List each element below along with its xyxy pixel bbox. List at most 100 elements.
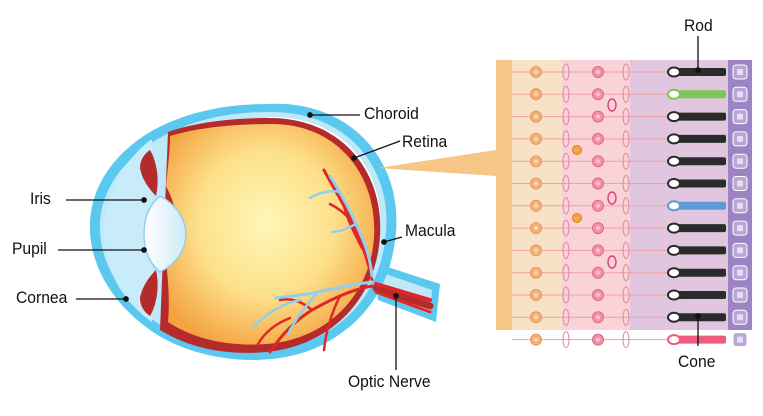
label-macula: Macula [405,221,456,240]
ganglion-nucleus [534,203,538,208]
epithelium-nucleus [737,158,743,165]
label-choroid: Choroid [364,104,419,123]
ganglion-nucleus [534,159,538,164]
cone-nucleus [667,200,681,212]
epithelium-nucleus [737,269,743,276]
synapse [622,264,630,282]
ganglion-nucleus [534,136,538,141]
horizontal-cell [607,191,617,205]
rod-cell [676,179,726,188]
synapse [622,108,630,126]
epithelium-nucleus [737,314,743,321]
bipolar-nucleus [596,226,600,231]
epithelium-nucleus [737,135,743,142]
synapse [562,85,570,103]
label-retina: Retina [402,132,448,151]
rod-nucleus [667,311,681,323]
epithelium-nucleus [737,336,743,343]
lens [143,195,187,273]
bipolar-nucleus [596,181,600,186]
synapse [562,308,570,326]
rod-cell [676,134,726,143]
rod-nucleus [667,133,681,145]
synapse [622,175,630,192]
ganglion-nucleus [534,70,538,74]
rod-nucleus [667,222,681,234]
rod-cell [676,68,726,76]
label-rod: Rod [684,16,713,35]
label-cone: Cone [678,352,716,371]
epithelium-nucleus [737,225,743,232]
anterior-chamber [104,140,152,322]
rod-cell [676,291,726,299]
synapse [562,264,570,282]
synapse [562,197,570,215]
epithelium-nucleus [737,247,743,254]
label-pupil: Pupil [12,239,47,258]
rod-nucleus [667,178,681,189]
eyeball [89,103,440,360]
synapse [622,308,630,326]
synapse [622,197,630,215]
optic-nerve-vessels [372,282,434,314]
synapse [562,130,570,148]
rod-cell [676,224,726,233]
bipolar-nucleus [596,159,600,164]
rod-nucleus [667,289,681,301]
epithelium-nucleus [737,180,743,187]
bipolar-nucleus [596,203,600,208]
bipolar-nucleus [596,293,600,297]
rod-nucleus [667,244,681,256]
bipolar-nucleus [596,114,600,119]
rod-cell [676,246,726,255]
epithelium-nucleus [737,69,743,75]
bipolar-nucleus [596,337,600,342]
cone-cell [676,90,726,99]
bipolar-nucleus [596,315,600,320]
ganglion-nucleus [534,226,538,231]
label-iris: Iris [30,189,51,208]
amacrine-cell [572,145,582,155]
ganglion-nucleus [534,181,538,186]
synapse [622,219,630,237]
synapse [622,331,630,349]
synapse [622,152,630,170]
iris-bottom [140,270,158,316]
bipolar-nucleus [596,92,600,97]
bipolar-nucleus [596,270,600,275]
synapse [622,85,630,103]
ganglion-nucleus [534,293,538,297]
rod-cell [676,268,726,277]
iris-top [140,150,158,196]
label-optic-nerve: Optic Nerve [348,372,431,391]
bipolar-nucleus [596,248,600,253]
rod-cell [676,112,726,121]
synapse [562,219,570,237]
bipolar-nucleus [596,70,600,74]
rod-nucleus [667,66,681,78]
ganglion-nucleus [534,270,538,275]
amacrine-cell [572,213,582,223]
synapse [562,331,570,349]
synapse [622,286,630,304]
retina-detail-panel [496,60,752,349]
rod-cell [676,313,726,322]
epithelium-nucleus [737,202,743,209]
rod-nucleus [667,155,681,167]
cone-nucleus [667,334,681,346]
cone-cell [676,201,726,210]
ganglion-nucleus [534,92,538,97]
zoom-wedge [378,150,496,176]
synapse [562,108,570,126]
synapse [562,175,570,192]
synapse [562,286,570,304]
synapse [622,63,630,81]
ganglion-nucleus [534,114,538,119]
rod-nucleus [667,267,681,279]
synapse [622,130,630,148]
ganglion-nucleus [534,337,538,342]
rod-cell [676,157,726,166]
synapse [622,241,630,259]
retina-cells [512,63,748,349]
